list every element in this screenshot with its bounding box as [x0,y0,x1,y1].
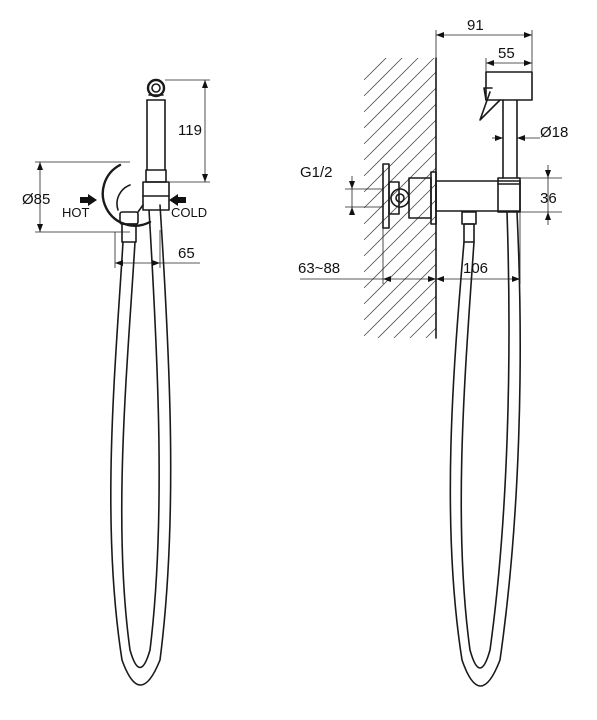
dimension-106: 106 [436,212,521,284]
dimension-65: 65 [114,230,200,268]
spray-handle-shaft [145,99,167,183]
outlet-body [435,177,521,213]
hot-indicator: HOT [62,194,97,220]
cold-label: COLD [171,205,207,220]
svg-text:65: 65 [178,245,195,262]
spray-head-knob [146,78,166,98]
svg-text:63~88: 63~88 [298,260,340,277]
dimension-diameter-18: Ø18 [492,124,568,141]
svg-text:119: 119 [178,122,202,139]
wall-hatch [364,58,436,338]
side-spray-handle [479,71,533,179]
dimension-91: 91 [435,17,533,72]
svg-text:Ø85: Ø85 [22,191,50,208]
dimension-119: 119 [165,79,210,183]
front-view: HOT COLD 119 Ø85 [22,78,210,686]
cold-indicator: COLD [169,194,207,220]
svg-text:G1/2: G1/2 [300,164,333,181]
hot-label: HOT [62,205,90,220]
in-wall-valve [382,163,437,229]
side-hose [449,211,521,687]
hose-connector [119,204,144,243]
svg-text:91: 91 [467,17,484,34]
svg-text:36: 36 [540,190,557,207]
svg-text:55: 55 [498,45,515,62]
dimension-63-88: 63~88 [298,228,436,284]
dimension-g12: G1/2 [300,164,383,215]
side-view: 91 55 Ø18 G1/2 [298,17,568,687]
side-hose-connector [461,211,477,243]
dimension-36: 36 [520,165,562,225]
wall-plate [101,163,152,227]
hose [110,204,172,686]
dimension-diameter-85: Ø85 [22,161,130,233]
dimension-55: 55 [485,45,532,72]
svg-text:106: 106 [463,260,488,277]
svg-text:Ø18: Ø18 [540,124,568,141]
